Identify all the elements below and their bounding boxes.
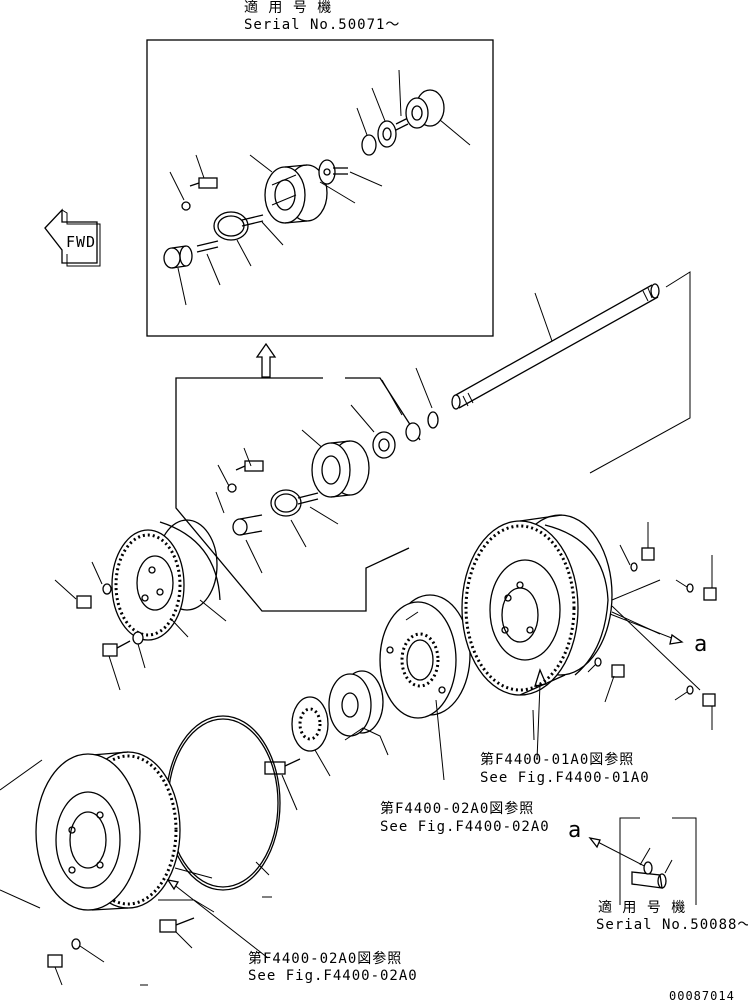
- bottom-applicable-label: 適 用 号 機: [598, 900, 687, 916]
- fwd-arrow-icon: [44, 208, 101, 267]
- middle-group-outline: [175, 367, 433, 612]
- right-bolts: [587, 522, 717, 730]
- ref-02a0-middle-jp: 第F4400-02A0図参照: [380, 801, 535, 817]
- bottom-inset-box: [588, 817, 697, 905]
- callout-a-bottom: a: [568, 818, 583, 843]
- drawing-number: 00087014: [669, 989, 735, 1003]
- roller-bearing-part: [264, 164, 328, 224]
- plate-discs: [264, 670, 389, 811]
- left-gear-assembly: [54, 519, 227, 691]
- ref-01a0-en: See Fig.F4400-01A0: [480, 770, 650, 786]
- middle-parts: [215, 411, 439, 574]
- callout-a-right: a: [694, 632, 709, 657]
- ref-02a0-middle-en: See Fig.F4400-02A0: [380, 819, 550, 835]
- sprocket-drum-part: [0, 751, 269, 986]
- top-inset-box: [146, 39, 494, 337]
- top-applicable-label: 適 用 号 機: [244, 0, 333, 16]
- final-drive-housing: [461, 514, 701, 761]
- up-arrow-icon: [255, 342, 277, 378]
- fwd-label: FWD: [66, 233, 97, 251]
- top-serial-label: Serial No.50071～: [244, 17, 401, 33]
- ref-01a0-jp: 第F4400-01A0図参照: [480, 752, 635, 768]
- hub-part: [379, 594, 471, 781]
- ref-02a0-bottom-en: See Fig.F4400-02A0: [248, 968, 418, 984]
- ref-02a0-bottom-jp: 第F4400-02A0図参照: [248, 951, 403, 967]
- bottom-serial-label: Serial No.50088～: [596, 917, 748, 933]
- long-shaft-part: [451, 271, 691, 474]
